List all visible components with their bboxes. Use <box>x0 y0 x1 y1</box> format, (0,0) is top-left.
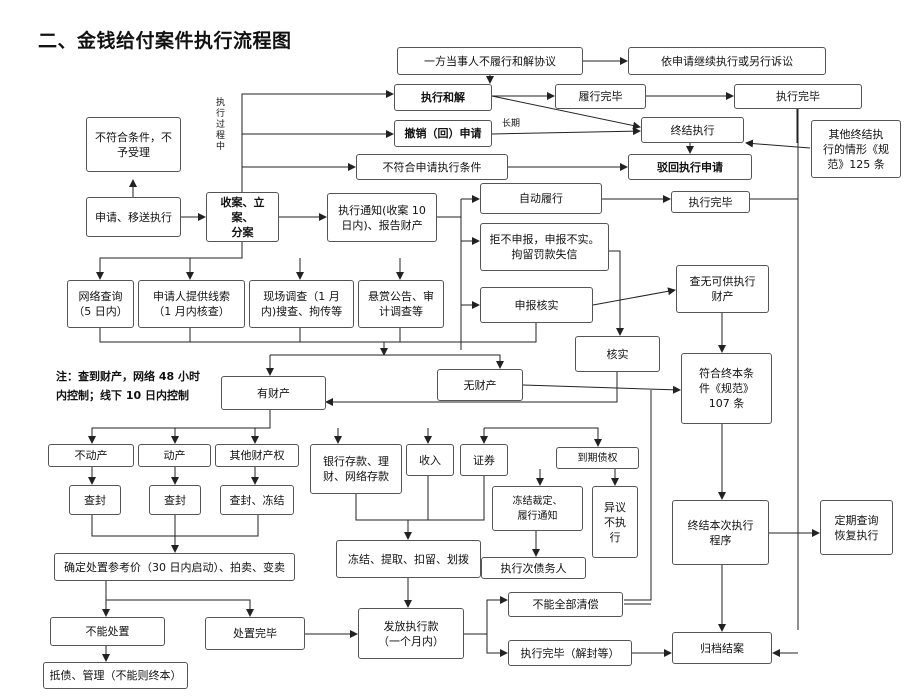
node-refuse-report: 拒不申报，申报不实。 拘留罚款失信 <box>480 223 609 271</box>
node-exec-notice: 执行通知(收案 10 日内)、报告财产 <box>327 193 437 242</box>
node-exec-debtor: 执行次债务人 <box>481 557 586 579</box>
connector-67 <box>464 596 508 635</box>
node-not-qualify-apply: 不符合申请执行条件 <box>356 154 508 180</box>
connector-55 <box>355 476 485 521</box>
node-objection: 异议 不执 行 <box>592 486 638 558</box>
node-terminate-this: 终结本次执行 程序 <box>672 500 769 565</box>
node-dispose-done: 处置完毕 <box>205 617 305 650</box>
node-due-claim: 到期债权 <box>556 447 639 469</box>
connector-10 <box>745 139 811 149</box>
node-other-terminate: 其他终结执 行的情形《规 范》125 条 <box>811 120 901 178</box>
node-freeze-ruling: 冻结裁定、 履行通知 <box>492 486 583 531</box>
connector-68 <box>486 634 508 657</box>
node-regular-query: 定期查询 恢复执行 <box>820 500 893 555</box>
property-control-note: 注：查到财产，网络 48 小时 内控制；线下 10 日内控制 <box>56 370 200 402</box>
node-distribute: 发放执行款 （一个月内） <box>358 608 464 659</box>
connector-34 <box>399 323 537 343</box>
connector-40 <box>624 390 652 601</box>
node-realty: 不动产 <box>48 444 134 467</box>
node-no-property: 无财产 <box>437 369 523 401</box>
node-seal-2: 查封 <box>149 485 201 515</box>
connector-41 <box>88 410 271 444</box>
side-label-in-process: 执 行 过 程 中 <box>216 98 226 152</box>
node-reward: 悬赏公告、审 计调查等 <box>358 280 444 328</box>
node-continue-exec: 依申请继续执行或另行诉讼 <box>628 47 826 75</box>
connector-31 <box>99 328 400 343</box>
connector-39 <box>325 372 618 406</box>
connector-38 <box>522 384 681 394</box>
node-bank-deposit: 银行存款、理 财、网络存款 <box>310 444 402 494</box>
node-file-case: 收案、立案、 分案 <box>206 192 279 242</box>
connector-27 <box>96 242 243 280</box>
page-title: 二、金钱给付案件执行流程图 <box>38 30 292 52</box>
node-net-query: 网络查询 （5 日内） <box>67 280 134 328</box>
connector-0 <box>241 90 394 192</box>
node-terminate-exec: 终结执行 <box>641 117 744 143</box>
node-no-property-found: 查无可供执行 财产 <box>676 265 769 313</box>
node-exec-done-mid: 执行完毕 <box>671 191 750 213</box>
connector-25 <box>592 287 676 306</box>
node-seal-1: 查封 <box>69 485 121 515</box>
node-exec-settle: 执行和解 <box>394 84 492 111</box>
connector-8 <box>491 127 641 136</box>
node-not-qualify: 不符合条件，不 予受理 <box>86 117 181 172</box>
node-seal-freeze: 查封、冻结 <box>220 485 294 515</box>
node-reject-apply: 驳回执行申请 <box>628 154 752 180</box>
node-other-property: 其他财产权 <box>215 444 299 467</box>
node-income: 收入 <box>406 444 454 476</box>
node-offset: 抵债、管理（不能则终本） <box>43 662 188 689</box>
node-determine-price: 确定处置参考价（30 日内启动）、拍卖、变卖 <box>54 553 295 581</box>
node-exec-done-seal: 执行完毕（解封等） <box>508 640 632 666</box>
node-revoke: 撤销（回）申请 <box>394 120 492 147</box>
node-apply: 申请、移送执行 <box>86 197 181 237</box>
node-verify-report: 申报核实 <box>480 287 593 323</box>
node-freeze-extract: 冻结、提取、扣留、划拨 <box>336 540 481 578</box>
node-perform-done: 履行完毕 <box>555 84 646 109</box>
node-cannot-dispose: 不能处置 <box>50 617 165 646</box>
connector-37 <box>270 354 504 369</box>
node-not-fully-paid: 不能全部清偿 <box>508 592 623 617</box>
connector-63 <box>106 599 254 617</box>
connector-7 <box>491 95 641 130</box>
node-has-property: 有财产 <box>221 376 326 410</box>
node-securities: 证券 <box>460 444 508 476</box>
connector-47 <box>484 427 602 447</box>
node-auto-perform: 自动履行 <box>480 183 602 214</box>
node-exec-done-top: 执行完毕 <box>734 84 862 109</box>
node-verify: 核实 <box>575 336 660 372</box>
node-meet-terminate: 符合终本条 件《规范》 107 条 <box>681 353 772 424</box>
node-site-survey: 现场调查（1 月 内)搜查、拘传等 <box>249 280 354 328</box>
node-not-perform: 一方当事人不履行和解协议 <box>397 47 583 75</box>
node-applicant-clue: 申请人提供线索 （1 月内核查） <box>138 280 245 328</box>
connector-24 <box>609 250 624 336</box>
node-movable: 动产 <box>138 444 211 467</box>
node-archive: 归档结案 <box>672 632 772 664</box>
long-term-label: 长期 <box>502 119 521 129</box>
